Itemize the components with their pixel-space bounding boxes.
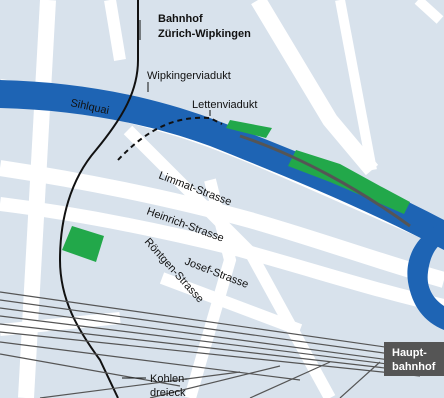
green-area-river-bank <box>288 150 410 214</box>
rail-wipkingen-line <box>58 0 139 398</box>
road-roentgen-strasse <box>184 178 237 398</box>
track-1 <box>0 291 421 353</box>
hauptbahnhof-badge <box>384 342 444 376</box>
green-area-park <box>62 226 104 262</box>
label-hauptbahnhof-line1: Haupt- <box>392 347 427 359</box>
label-bahnhof-line1: Bahnhof <box>158 13 203 25</box>
lettenviadukt-track <box>239 134 411 228</box>
label-wipkingerviadukt: Wipkingerviadukt <box>147 70 231 82</box>
track-bundle <box>0 291 421 398</box>
railway-main <box>58 0 223 398</box>
label-bahnhof-line2: Zürich-Wipkingen <box>158 28 251 40</box>
label-hauptbahnhof-line2: bahnhof <box>392 361 436 373</box>
road-limmat-strasse <box>0 160 444 288</box>
road-diagonal <box>123 125 336 398</box>
leader-lines <box>122 20 211 379</box>
label-kohlendreieck-line1: Kohlen- <box>150 373 188 385</box>
river-bend <box>407 222 444 330</box>
river-upper-body <box>0 80 444 250</box>
rail-lettenviadukt-dashed <box>117 116 223 161</box>
road-northeast <box>251 0 379 176</box>
road-north-short <box>104 0 126 61</box>
label-kohlendreieck-line2: dreieck <box>150 387 186 398</box>
road-josef-strasse <box>159 272 303 336</box>
road-northeast-2 <box>335 0 377 171</box>
green-area-letten <box>226 120 272 138</box>
road-corner <box>414 0 444 24</box>
label-lettenviadukt: Lettenviadukt <box>192 99 257 111</box>
